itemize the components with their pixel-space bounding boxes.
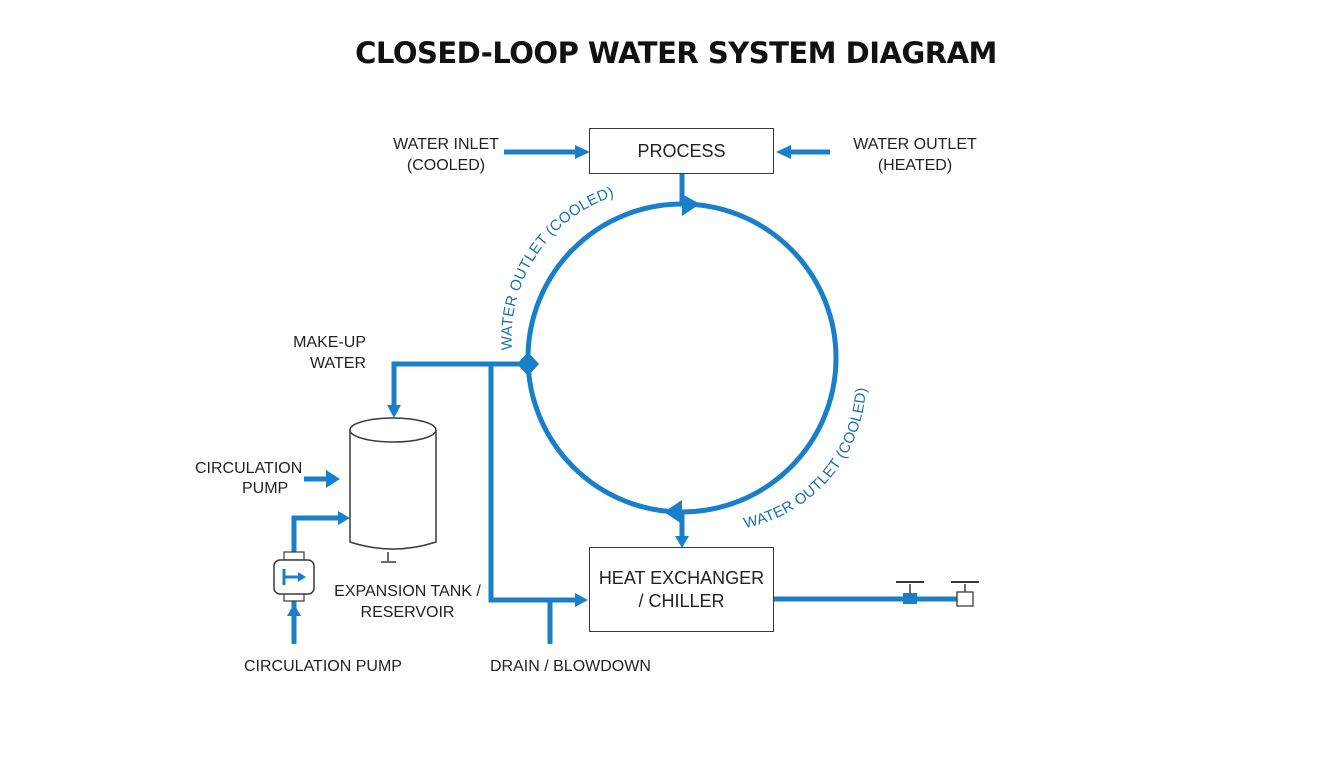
arrow-left-icon (664, 500, 682, 524)
arrow-down-icon (387, 405, 401, 418)
loop-arc-right-label: WATER OUTLET (COOLED) (742, 387, 870, 532)
arrow-up-icon (287, 604, 301, 616)
valve-icon (896, 581, 924, 604)
arrow-left-icon (776, 145, 791, 159)
arrow-right-icon (338, 511, 350, 525)
arrow-down-icon (675, 536, 689, 548)
circulation-pump-lower-label: CIRCULATION PUMP (244, 658, 402, 675)
arrow-right-icon (682, 194, 700, 216)
water-inlet-label: WATER INLET (COOLED) (393, 136, 499, 174)
tank-icon (349, 417, 437, 563)
process-label: PROCESS (637, 140, 726, 161)
arrow-right-icon (575, 593, 588, 607)
make-up-water-label: MAKE-UP WATER (293, 334, 366, 372)
process-block: PROCESS (589, 128, 774, 174)
arrow-right-icon (326, 470, 340, 488)
water-outlet-heated-label: WATER OUTLET (HEATED) (853, 136, 977, 174)
make-up-pipe (391, 361, 528, 412)
loop-pipe (525, 201, 839, 515)
heat-exchanger-label-line2: / CHILLER (638, 590, 725, 611)
heat-exchanger-block: HEAT EXCHANGER / CHILLER (589, 547, 774, 632)
arrow-right-icon (575, 145, 590, 159)
expansion-tank-label: EXPANSION TANK / RESERVOIR (334, 583, 481, 621)
pump-discharge-pipe (291, 515, 340, 556)
diagram-title: CLOSED-LOOP WATER SYSTEM DIAGRAM (355, 36, 997, 70)
circulation-pump-upper-label: CIRCULATION PUMP (195, 460, 303, 497)
heat-exchanger-label-line1: HEAT EXCHANGER (598, 567, 765, 588)
drain-blowdown-label: DRAIN / BLOWDOWN (490, 658, 651, 675)
valve-icon (951, 581, 979, 607)
junction-marker (517, 352, 539, 376)
pump-icon (273, 551, 315, 602)
